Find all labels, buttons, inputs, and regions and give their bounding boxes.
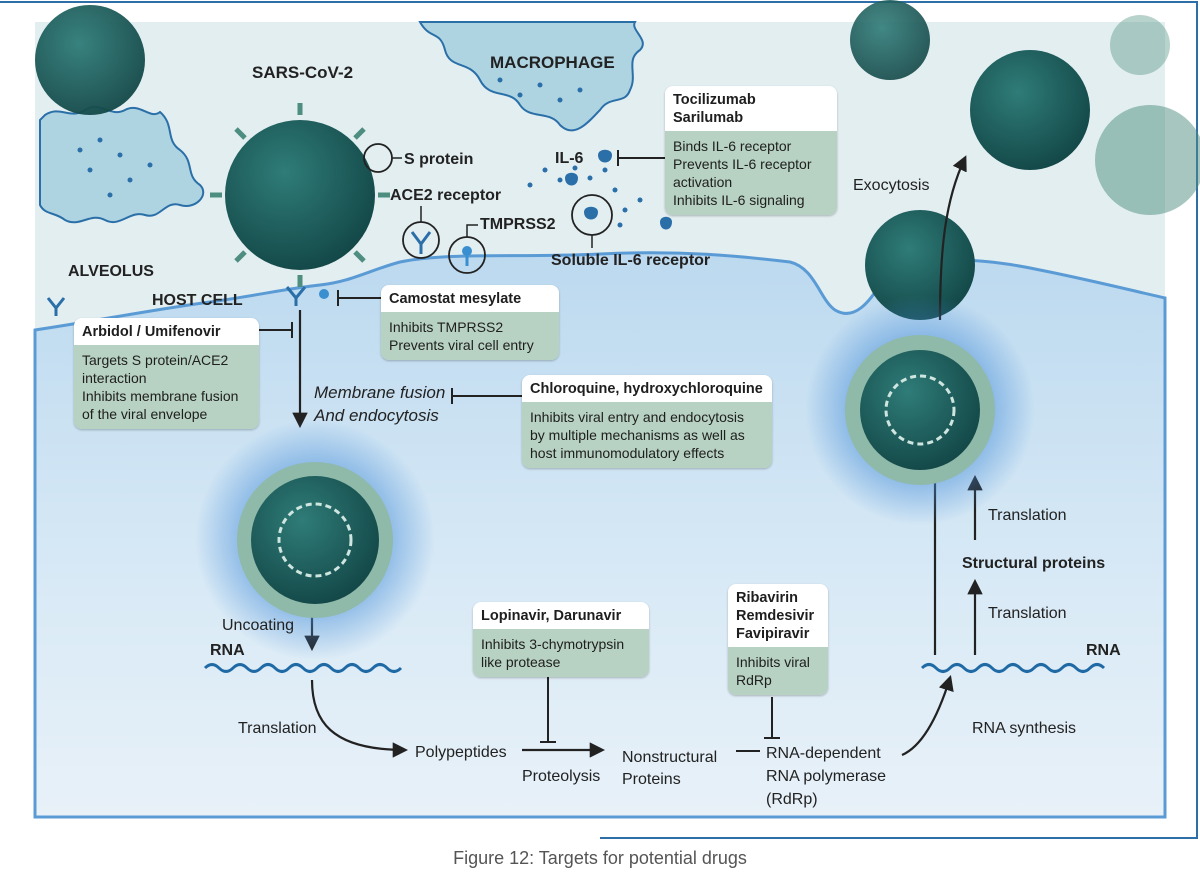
ace2-icon: [410, 231, 432, 254]
translation-upper-label: Translation: [988, 507, 1067, 524]
drug-title: Tocilizumab Sarilumab: [665, 86, 837, 131]
drug-effect-line: by multiple mechanisms as well as: [530, 427, 745, 443]
drug-box-lopinavir: Lopinavir, Darunavir Inhibits 3-chymotry…: [473, 602, 649, 677]
drug-box-arbidol: Arbidol / Umifenovir Targets S protein/A…: [74, 318, 259, 429]
rdrp-label-1: RNA-dependent: [766, 745, 881, 762]
drug-effect-line: RdRp: [736, 672, 772, 688]
drug-title: Favipiravir: [736, 626, 810, 642]
drug-title: Camostat mesylate: [381, 285, 559, 312]
macrophage-left: [39, 105, 205, 224]
drug-effect-line: Prevents IL-6 receptor: [673, 156, 812, 172]
drug-effect-line: Inhibits viral: [736, 654, 810, 670]
rna-strand-right: [920, 663, 1106, 673]
drug-box-camostat: Camostat mesylate Inhibits TMPRSS2 Preve…: [381, 285, 559, 360]
exocytosis-arrow: [938, 155, 967, 321]
cytokine-dots: [77, 77, 643, 228]
rdrp-label-2: RNA polymerase: [766, 768, 886, 785]
tmprss2-label: TMPRSS2: [480, 216, 556, 233]
inhibition-lines: [258, 150, 780, 752]
drug-effect-line: host immunomodulatory effects: [530, 445, 725, 461]
drug-effect-line: Inhibits membrane fusion: [82, 388, 239, 404]
s-protein-label: S protein: [404, 151, 473, 168]
ace2-receptor-icon: [46, 297, 66, 316]
drug-effect-line: Prevents viral cell entry: [389, 337, 534, 353]
sars-cov-2-virion: [225, 120, 375, 270]
drug-title: Arbidol / Umifenovir: [74, 318, 259, 345]
uncoating-label: Uncoating: [222, 617, 294, 634]
drug-effect-line: of the viral envelope: [82, 406, 208, 422]
figure-frame: [0, 1, 1198, 839]
spike-proteins: [210, 103, 390, 287]
tmprss2-icon: [462, 246, 472, 256]
drug-effect-line: Inhibits IL-6 signaling: [673, 192, 805, 208]
drug-title: Ribavirin: [736, 590, 799, 606]
il6-receptor-icon: [598, 149, 612, 163]
translation-lower-label: Translation: [988, 605, 1067, 622]
soluble-il6r-icon: [584, 206, 598, 220]
translation-arrow: [310, 679, 409, 758]
drug-title: Remdesivir: [736, 608, 815, 624]
structural-proteins-label: Structural proteins: [962, 555, 1105, 572]
rna-label-right: RNA: [1086, 642, 1121, 659]
drug-effect-line: like protease: [481, 654, 561, 670]
alveolus-label: ALVEOLUS: [68, 263, 154, 280]
macrophage-label: MACROPHAGE: [490, 53, 615, 72]
drug-box-ribavirin: Ribavirin Remdesivir Favipiravir Inhibit…: [728, 584, 828, 695]
drug-effect-line: Targets S protein/ACE2: [82, 352, 229, 368]
drug-effect-line: Inhibits viral entry and endocytosis: [530, 409, 744, 425]
il6-label: IL-6: [555, 150, 584, 167]
drug-effect-line: Inhibits TMPRSS2: [389, 319, 504, 335]
macrophage-top: [418, 21, 644, 132]
virus-particles: [35, 0, 1200, 320]
host-cell-label: HOST CELL: [152, 292, 243, 309]
rna-label-left: RNA: [210, 642, 245, 659]
translation-label-left: Translation: [238, 720, 317, 737]
figure-caption: Figure 12: Targets for potential drugs: [453, 848, 747, 868]
drug-effect-line: Binds IL-6 receptor: [673, 138, 792, 154]
drug-box-chloroquine: Chloroquine, hydroxychloroquine Inhibits…: [522, 375, 772, 468]
virus-label: SARS-CoV-2: [252, 63, 353, 82]
proteolysis-label: Proteolysis: [522, 768, 600, 785]
rna-synthesis-label: RNA synthesis: [972, 720, 1076, 737]
nonstructural-label: Nonstructural: [622, 749, 717, 766]
rna-synthesis-arrow: [901, 675, 954, 757]
rdrp-label-3: (RdRp): [766, 791, 818, 808]
assembled-virion: [805, 295, 1035, 525]
drug-effect-line: Inhibits 3-chymotrypsin: [481, 636, 625, 652]
drug-title: Lopinavir, Darunavir: [473, 602, 649, 629]
ace2-label: ACE2 receptor: [390, 187, 501, 204]
rna-strand-left: [203, 663, 403, 673]
exocytosis-label: Exocytosis: [853, 177, 929, 194]
polypeptides-label: Polypeptides: [415, 744, 507, 761]
drug-box-tocilizumab: Tocilizumab Sarilumab Binds IL-6 recepto…: [665, 86, 837, 215]
proteins-label: Proteins: [622, 771, 681, 788]
drug-effect-line: interaction: [82, 370, 147, 386]
endocytosed-virion: [195, 420, 435, 660]
soluble-il6r-label: Soluble IL-6 receptor: [551, 252, 710, 269]
drug-title: Chloroquine, hydroxychloroquine: [522, 375, 772, 402]
endocytosis-label: And endocytosis: [313, 406, 439, 425]
drug-effect-line: activation: [673, 174, 733, 190]
membrane-fusion-label: Membrane fusion: [314, 383, 445, 402]
